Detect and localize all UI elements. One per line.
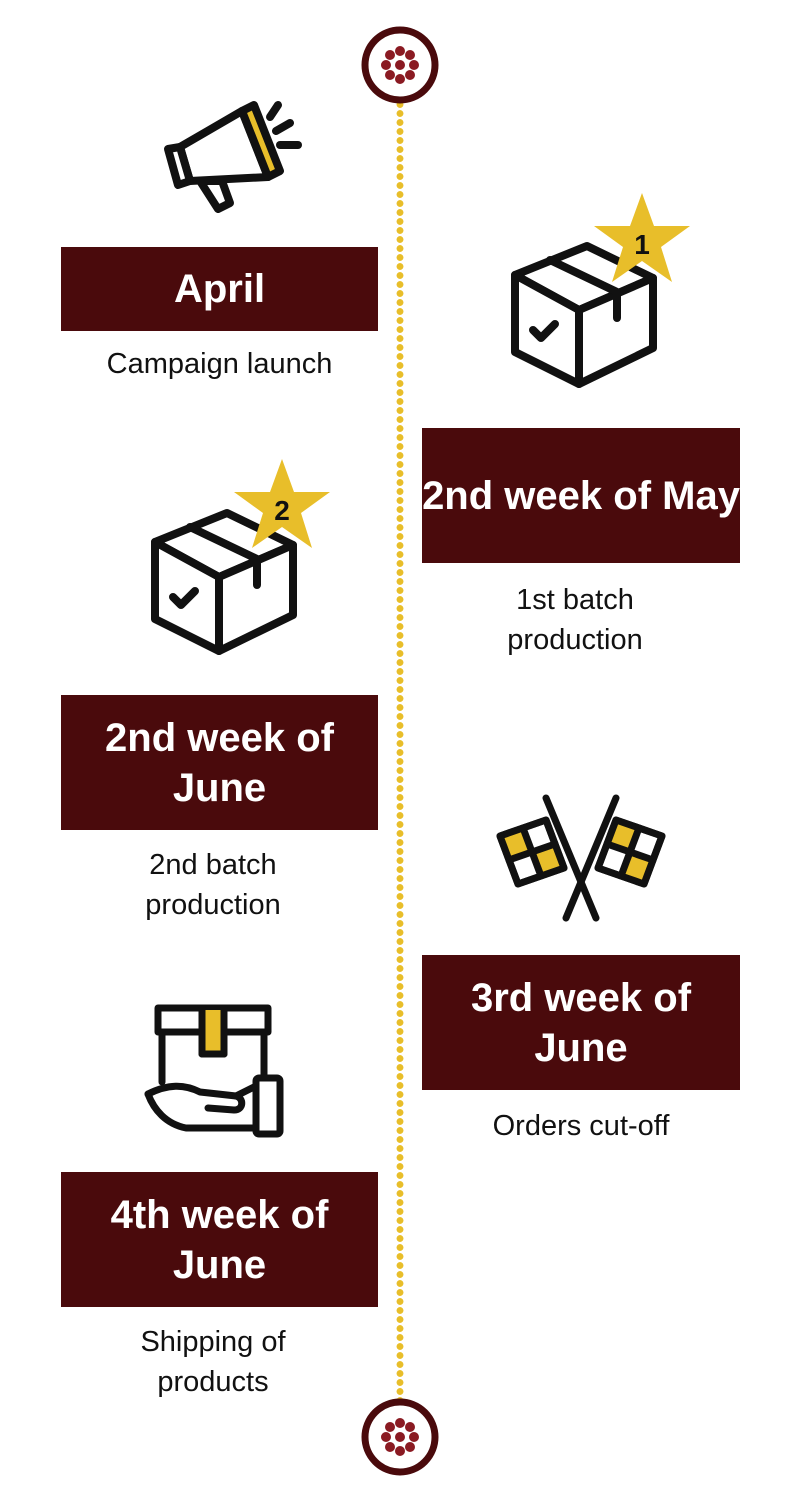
milestone-1-date: April bbox=[61, 247, 378, 331]
star-badge-label: 2 bbox=[274, 495, 290, 526]
star-badge-label: 1 bbox=[634, 229, 650, 260]
box-icon bbox=[145, 455, 345, 665]
milestone-3-date: 2nd week of June bbox=[61, 695, 378, 830]
timeline-end-emblem bbox=[361, 1398, 439, 1476]
milestone-2-date: 2nd week of May bbox=[422, 428, 740, 563]
timeline-line bbox=[395, 100, 405, 1400]
timeline-start-emblem bbox=[361, 26, 439, 104]
star-badge-icon: 2 bbox=[230, 456, 334, 557]
milestone-5-caption: Shipping of products bbox=[140, 1326, 286, 1398]
milestone-3-caption: 2nd batch production bbox=[145, 849, 281, 921]
milestone-4-caption: Orders cut-off bbox=[492, 1110, 670, 1142]
hand-package-icon bbox=[140, 1002, 290, 1147]
checkered-flags-icon bbox=[492, 792, 672, 927]
milestone-2-caption: 1st batch production bbox=[507, 584, 643, 656]
milestone-1-caption: Campaign launch bbox=[106, 348, 333, 380]
milestone-5-date: 4th week of June bbox=[61, 1172, 378, 1307]
star-badge-icon: 1 bbox=[590, 190, 694, 291]
megaphone-icon bbox=[160, 95, 305, 225]
box-icon bbox=[505, 188, 705, 398]
milestone-4-date: 3rd week of June bbox=[422, 955, 740, 1090]
